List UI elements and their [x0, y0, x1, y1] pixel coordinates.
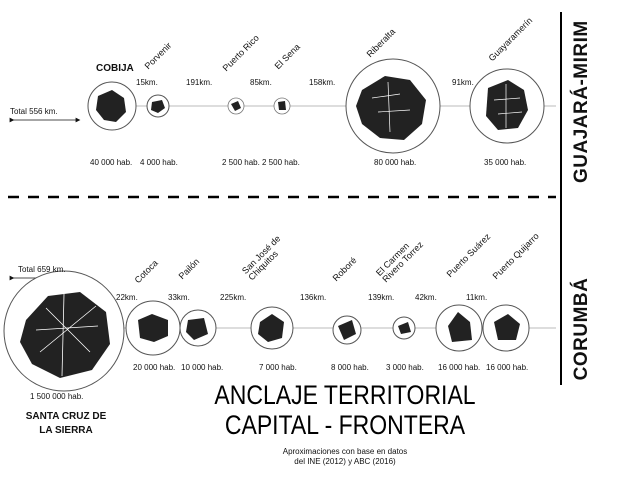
bottom-total-label: Total 659 km.: [18, 265, 66, 274]
population-label: 3 000 hab.: [386, 363, 424, 372]
distance-label: 85km.: [250, 78, 272, 87]
population-label: 4 000 hab.: [140, 158, 178, 167]
population-label: 80 000 hab.: [374, 158, 417, 167]
distance-label: 91km.: [452, 78, 474, 87]
population-label: 1 500 000 hab.: [30, 392, 84, 401]
city-circle-cotoca: [125, 300, 181, 356]
city-circle-guayaramerin: [469, 68, 545, 144]
population-label: 2 500 hab.: [262, 158, 300, 167]
distance-label: 158km.: [309, 78, 336, 87]
border-label-corumba: CORUMBÁ: [571, 277, 592, 381]
population-label: 16 000 hab.: [438, 363, 481, 372]
population-label: 40 000 hab.: [90, 158, 133, 167]
city-circle-el-carmen: [392, 316, 416, 340]
population-label: 2 500 hab.: [222, 158, 260, 167]
distance-label: 42km.: [415, 293, 437, 302]
population-label: 16 000 hab.: [486, 363, 529, 372]
distance-label: 22km.: [116, 293, 138, 302]
city-circle-santa-cruz: [3, 270, 125, 392]
distance-label: 11km.: [466, 293, 488, 302]
distance-label: 136km.: [300, 293, 327, 302]
city-circle-puerto-rico: [227, 97, 245, 115]
city-circle-cobija: [87, 81, 137, 131]
city-circle-el-sena: [273, 97, 291, 115]
city-circle-porvenir: [146, 94, 170, 118]
city-circle-pailon: [179, 309, 217, 347]
distance-label: 33km.: [168, 293, 190, 302]
city-circle-puerto-suarez: [435, 304, 483, 352]
title-line2: CAPITAL - FRONTERA: [224, 409, 466, 440]
city-name-cobija: COBIJA: [96, 63, 134, 74]
source-note: Aproximaciones con base en datos del INE…: [240, 447, 450, 466]
population-label: 35 000 hab.: [484, 158, 527, 167]
city-circle-puerto-quijarro: [482, 304, 530, 352]
distance-label: 225km.: [220, 293, 247, 302]
source-note-line2: del INE (2012) y ABC (2016): [294, 456, 396, 466]
title-line1: ANCLAJE TERRITORIAL: [214, 379, 476, 410]
population-label: 20 000 hab.: [133, 363, 176, 372]
city-name-santa-cruz: SANTA CRUZ DE LA SIERRA: [25, 411, 107, 436]
city-circle-robore: [332, 315, 362, 345]
source-note-line1: Aproximaciones con base en datos: [282, 447, 408, 456]
distance-label: 191km.: [186, 78, 213, 87]
border-label-guajara-mirim: GUAJARÁ-MIRIM: [571, 20, 592, 183]
city-circle-riberalta: [345, 58, 441, 154]
city-circle-san-jose: [250, 306, 294, 350]
population-label: 8 000 hab.: [331, 363, 369, 372]
distance-label: 15km.: [136, 78, 158, 87]
top-total-label: Total 556 km.: [10, 107, 58, 116]
population-label: 10 000 hab.: [181, 363, 224, 372]
population-label: 7 000 hab.: [259, 363, 297, 372]
distance-label: 139km.: [368, 293, 395, 302]
